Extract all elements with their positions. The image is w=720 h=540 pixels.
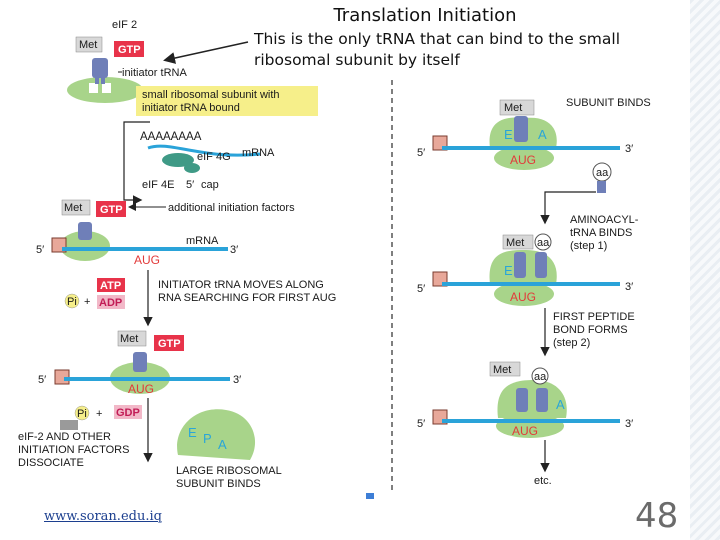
met-label: Met xyxy=(79,39,97,51)
pi-label: Pi xyxy=(67,296,77,308)
met-label-3: Met xyxy=(120,333,138,345)
r3-aug: AUG xyxy=(512,424,538,438)
r1-three-prime: 3′ xyxy=(625,143,633,155)
subunit-binds-label: SUBUNIT BINDS xyxy=(566,97,651,109)
step6-dissociation: Pi + GDP eIF-2 AND OTHER INITIATION FACT… xyxy=(18,398,282,490)
footer-accent-mark xyxy=(366,493,374,499)
pointer-arrow xyxy=(163,41,249,64)
large-subunit-line2: SUBUNIT BINDS xyxy=(176,478,261,490)
step3-complex-assembly: Met GTP additional initiation factors 5′… xyxy=(36,199,295,267)
additional-factors-label: additional initiation factors xyxy=(168,202,295,214)
mrna-label-2: mRNA xyxy=(186,235,219,247)
r2-aa-label: aa xyxy=(537,237,550,249)
initiator-trna xyxy=(92,58,108,78)
r3-aa-label: aa xyxy=(534,371,547,383)
scanning-line1: INITIATOR tRNA MOVES ALONG xyxy=(158,279,324,291)
mrna-label: mRNA xyxy=(242,147,275,159)
subunit-box-line2: initiator tRNA bound xyxy=(142,102,240,114)
r2-met-label: Met xyxy=(506,237,524,249)
eif4e-label: eIF 4E xyxy=(142,179,174,191)
r1-aa-label: aa xyxy=(596,167,609,179)
slide-title: Translation Initiation xyxy=(333,5,517,26)
large-ribosomal-subunit xyxy=(177,409,256,460)
r1-site-a: A xyxy=(538,127,547,142)
large-subunit-line1: LARGE RIBOSOMAL xyxy=(176,465,282,477)
decorative-stripe xyxy=(690,0,720,540)
gtp-label: GTP xyxy=(118,44,141,56)
r3-site-a: A xyxy=(556,397,565,412)
subunit-box-line1: small ribosomal subunit with xyxy=(142,89,280,101)
r3-five-prime: 5′ xyxy=(417,418,425,430)
gtp-label-2: GTP xyxy=(100,204,123,216)
r1-aug: AUG xyxy=(510,153,536,167)
right-step1-subunit-binds: Met SUBUNIT BINDS E A 5′ 3′ AUG aa xyxy=(417,97,651,193)
eif4g-label: eIF 4G xyxy=(197,151,231,163)
eif2-label: eIF 2 xyxy=(112,19,137,31)
aminoacyl-line2: tRNA BINDS xyxy=(570,227,632,239)
poly-a-label: AAAAAAAA xyxy=(140,131,202,143)
r2-aug: AUG xyxy=(510,290,536,304)
r3-three-prime: 3′ xyxy=(625,418,633,430)
large-site-a: A xyxy=(218,437,227,452)
peptide-line3: (step 2) xyxy=(553,337,590,349)
slide-subtitle: This is the only tRNA that can bind to t… xyxy=(254,29,684,71)
footer-url-link[interactable]: www.soran.edu.iq xyxy=(44,509,162,524)
met-label-2: Met xyxy=(64,202,82,214)
three-prime-2: 3′ xyxy=(230,244,238,256)
peptide-line1: FIRST PEPTIDE xyxy=(553,311,635,323)
right-step3-peptide-bond: FIRST PEPTIDE BOND FORMS (step 2) Met aa… xyxy=(417,308,635,487)
subunit-highlight-box xyxy=(136,86,318,116)
large-site-e: E xyxy=(188,425,197,440)
subtitle-line-1: This is the only tRNA that can bind to t… xyxy=(254,30,621,48)
atp-label: ATP xyxy=(100,280,121,292)
r2-five-prime: 5′ xyxy=(417,283,425,295)
gtp-label-3: GTP xyxy=(158,338,181,350)
r-met-label: Met xyxy=(504,102,522,114)
cap-label: cap xyxy=(201,179,219,191)
r2-three-prime: 3′ xyxy=(625,281,633,293)
aminoacyl-line1: AMINOACYL- xyxy=(570,214,639,226)
five-prime-2: 5′ xyxy=(36,244,44,256)
step5-at-start-codon: Met GTP 5′ 3′ AUG xyxy=(38,330,241,396)
met-box xyxy=(75,36,103,53)
scanning-line2: RNA SEARCHING FOR FIRST AUG xyxy=(158,292,336,304)
right-step2-aminoacyl-binds: AMINOACYL- tRNA BINDS (step 1) Met aa E … xyxy=(417,191,639,306)
large-site-p: P xyxy=(203,431,212,446)
etc-label: etc. xyxy=(534,475,552,487)
step1-initiator-complex: Met GTP eIF 2 initiator tRNA small ribos… xyxy=(67,19,318,116)
eif4g-protein xyxy=(162,153,194,167)
pi-label-2: Pi xyxy=(77,408,87,420)
adp-label: ADP xyxy=(99,297,122,309)
page-number: 48 xyxy=(635,496,679,536)
initiator-trna-label: initiator tRNA xyxy=(122,67,187,79)
dissociate-line1: eIF-2 AND OTHER xyxy=(18,431,111,443)
gtp-box xyxy=(114,41,144,57)
subtitle-line-2: ribosomal subunit by itself xyxy=(254,51,460,69)
aug-label-3: AUG xyxy=(128,382,154,396)
r3-met-label: Met xyxy=(493,364,511,376)
five-prime-3: 5′ xyxy=(38,374,46,386)
step2-mrna-capping: AAAAAAAA eIF 4G mRNA eIF 4E 5′ cap xyxy=(123,121,275,205)
aminoacyl-line3: (step 1) xyxy=(570,240,607,252)
cap-five-prime: 5′ xyxy=(186,179,194,191)
step4-scanning: ATP Pi + ADP INITIATOR tRNA MOVES ALONG … xyxy=(64,270,336,327)
gdp-label: GDP xyxy=(116,407,140,419)
plus-label: + xyxy=(84,296,90,308)
r1-five-prime: 5′ xyxy=(417,147,425,159)
peptide-line2: BOND FORMS xyxy=(553,324,628,336)
dissociate-line2: INITIATION FACTORS xyxy=(18,444,129,456)
r1-site-e: E xyxy=(504,127,513,142)
three-prime-3: 3′ xyxy=(233,374,241,386)
dissociate-line3: DISSOCIATE xyxy=(18,457,84,469)
aug-label-2: AUG xyxy=(134,253,160,267)
plus-label-2: + xyxy=(96,408,102,420)
r2-site-e: E xyxy=(504,263,513,278)
mrna-strand xyxy=(147,144,261,157)
